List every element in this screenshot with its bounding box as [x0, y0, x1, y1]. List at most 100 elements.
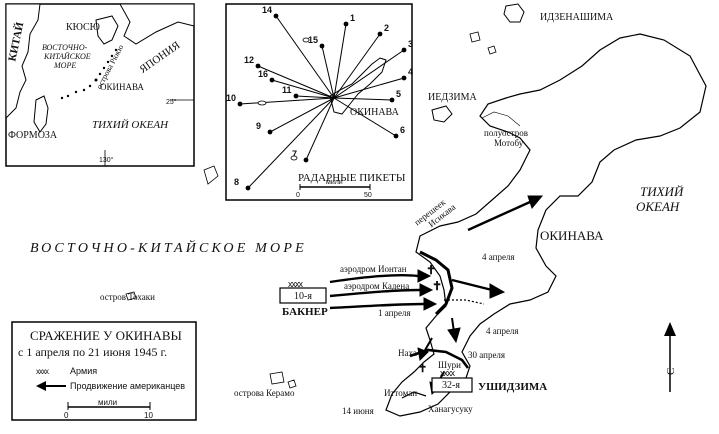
radar-ray-16 — [271, 79, 335, 99]
radar-scale-zero: 0 — [296, 192, 300, 199]
label-hanagusuku: Ханагусуку — [428, 404, 473, 414]
kerama-islet — [269, 371, 285, 385]
arrow-head — [527, 195, 544, 210]
formosa-island — [33, 95, 49, 133]
radar-picket-label-16: 16 — [258, 69, 268, 79]
label-iejima: ИЕДЗИМА — [428, 92, 478, 103]
radar-picket-1 — [343, 21, 349, 27]
radar-picket-label-9: 9 — [256, 121, 261, 131]
us-army-label: 10-я — [294, 291, 312, 302]
radar-label-okinawa: ОКИНАВА — [350, 107, 400, 118]
label-buckner: БАКНЕР — [282, 306, 328, 318]
advance-arrow — [329, 302, 425, 310]
radar-picket-label-15: 15 — [308, 35, 318, 45]
legend: СРАЖЕНИЕ У ОКИНАВЫ с 1 апреля по 21 июня… — [11, 321, 197, 421]
legend-scale: 0 мили 10 — [64, 398, 153, 420]
legend-army-symbol: xxxx — [36, 367, 49, 376]
radar-picket-label-1: 1 — [350, 13, 355, 23]
landing-arrows — [329, 269, 438, 311]
radar-picket-label-7: 7 — [292, 149, 297, 159]
radar-scale-max: 50 — [364, 192, 372, 199]
label-ushijima: УШИДЗИМА — [478, 381, 547, 393]
label-lon: 130° — [99, 156, 114, 164]
radar-picket-5 — [389, 97, 395, 103]
islet — [203, 165, 219, 185]
radar-picket-8 — [245, 185, 251, 191]
okinawa-main-island — [385, 33, 707, 417]
label-okinawa-main: ОКИНАВА — [540, 228, 604, 243]
radar-rays — [237, 13, 407, 191]
radar-picket-12 — [255, 63, 261, 69]
arrow-head — [419, 283, 434, 297]
kyushu-island — [95, 15, 119, 45]
airfield-icon: ✝ — [426, 263, 436, 277]
radar-picket-label-3: 3 — [408, 39, 413, 49]
tokashiki-island — [125, 291, 137, 301]
army-symbol: xxxx — [288, 279, 304, 289]
radar-ray-5 — [333, 97, 393, 101]
label-kerama: острова Керамо — [234, 388, 295, 398]
radar-title: РАДАРНЫЕ ПИКЕТЫ — [298, 172, 406, 184]
us-10th-army: xxxx 10-я БАКНЕР — [279, 279, 328, 318]
ryukyu-dots — [60, 48, 118, 100]
radar-picket-label-8: 8 — [234, 177, 239, 187]
radar-picket-11 — [293, 93, 299, 99]
north-arrow: С — [664, 322, 677, 392]
label-yontan: аэродром Ионтан — [340, 264, 407, 274]
legend-frame — [11, 321, 197, 421]
radar-inset-frame — [225, 3, 413, 201]
china-coast — [5, 3, 41, 120]
legend-scale-max: 10 — [144, 411, 153, 420]
label-tokashiki: остров Тохаки — [100, 292, 155, 302]
radar-picket-label-2: 2 — [384, 23, 389, 33]
legend-scale-unit: мили — [98, 398, 117, 407]
radar-ray-6 — [333, 97, 397, 137]
islet — [487, 45, 497, 55]
legend-advance: Продвижение американцев — [70, 381, 185, 391]
label-apr4-north: 4 апреля — [482, 252, 515, 262]
kerama-islet — [287, 379, 297, 389]
radar-scale-unit: мили — [326, 179, 343, 186]
label-kadena: аэродром Кадена — [344, 281, 409, 291]
radar-ray-14 — [275, 15, 335, 99]
radar-picket-label-5: 5 — [396, 89, 401, 99]
front-line-apr1 — [419, 250, 454, 316]
arrow-head — [417, 347, 429, 362]
legend-scale-zero: 0 — [64, 411, 69, 420]
label-iheya: ИДЗЕНАШИМА — [540, 12, 614, 23]
label-shuri: Шури — [438, 360, 461, 370]
radar-ray-10 — [239, 97, 335, 105]
radar-picket-9 — [267, 129, 273, 135]
radar-picket-15 — [319, 43, 325, 49]
airfield-icon: ✝ — [418, 363, 427, 375]
motobu-shore — [481, 111, 521, 127]
north-label: С — [665, 368, 677, 375]
radar-islet — [257, 100, 267, 106]
radar-ray-8 — [247, 97, 335, 189]
us-army-box — [279, 287, 327, 304]
arrow-head — [423, 297, 438, 311]
japan-mainland — [119, 3, 195, 45]
radar-ray-3 — [333, 49, 405, 99]
label-kyushu: КЮСЮ — [66, 22, 100, 33]
radar-picket-6 — [393, 133, 399, 139]
label-itoman: Иттоман — [384, 388, 417, 398]
label-jun14: 14 июня — [342, 406, 374, 416]
radar-picket-label-14: 14 — [262, 5, 272, 15]
jp-army-label: 32-я — [442, 380, 460, 391]
radar-picket-3 — [401, 47, 407, 53]
advance-arrow-south — [423, 337, 433, 353]
advance-arrow — [329, 274, 419, 284]
radar-islet — [290, 155, 298, 161]
label-naha: Наха — [398, 348, 417, 358]
radar-ray-15 — [321, 45, 335, 99]
jp-32nd-army: xxxx 32-я УШИДЗИМА — [431, 368, 547, 393]
front-line-apr4 — [444, 299, 485, 305]
advance-arrow-east — [451, 278, 493, 292]
